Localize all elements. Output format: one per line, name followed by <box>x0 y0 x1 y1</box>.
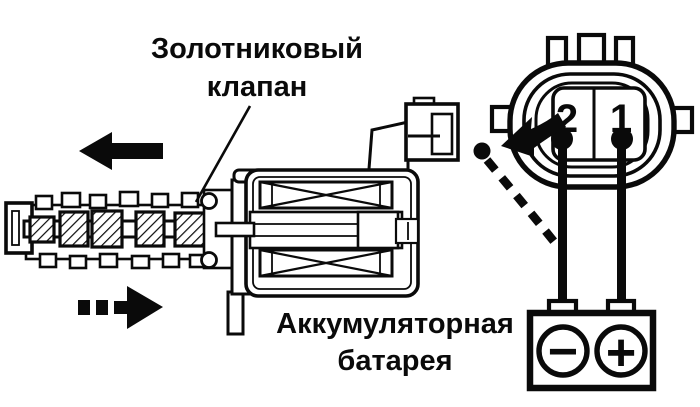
positive-symbol: + <box>606 324 636 382</box>
leader-line <box>194 105 252 203</box>
armature-shaft <box>214 221 256 238</box>
terminal-2-arrow-icon <box>501 113 566 157</box>
connector-ring-inner <box>534 81 650 169</box>
spool-land <box>134 210 166 248</box>
mounting-leg <box>226 290 245 336</box>
spool-land <box>58 210 90 248</box>
valve-label-line2: клапан <box>207 71 308 103</box>
battery-positive-terminal <box>594 324 648 378</box>
spool-land <box>28 215 56 244</box>
plunger-core <box>248 210 420 250</box>
spool-land <box>173 211 207 248</box>
bolt-boss <box>200 251 218 269</box>
flow-arrow-right-dashed-icon <box>78 286 163 329</box>
coil-lower <box>258 248 394 278</box>
valve-label-line1: Золотниковый <box>151 33 363 65</box>
battery-circuit: − + <box>526 142 657 392</box>
battery-label: Аккумуляторная батарея <box>276 308 514 377</box>
battery-label-line1: Аккумуляторная <box>276 308 514 340</box>
terminal-2-pin <box>551 128 573 150</box>
solenoid-plug <box>404 96 460 162</box>
wire-terminal-1 <box>617 142 626 304</box>
spool-land <box>90 209 124 249</box>
connector-face: 2 1 <box>489 32 695 190</box>
coil-upper <box>258 180 394 210</box>
flow-arrow-left-icon <box>79 132 163 170</box>
wire-terminal-2 <box>558 142 567 304</box>
battery-label-line2: батарея <box>337 345 452 377</box>
battery-negative-terminal <box>536 324 590 378</box>
valve-label: Золотниковый клапан <box>151 33 363 203</box>
negative-symbol: − <box>548 323 578 381</box>
probe-dot <box>473 142 491 160</box>
bolt-boss <box>200 192 218 210</box>
probe-indicators <box>473 113 566 247</box>
solenoid-drawing <box>214 96 460 336</box>
probe-dashed-line <box>483 157 560 247</box>
terminal-1-pin <box>611 128 633 150</box>
spool-valve-drawing <box>4 188 236 270</box>
